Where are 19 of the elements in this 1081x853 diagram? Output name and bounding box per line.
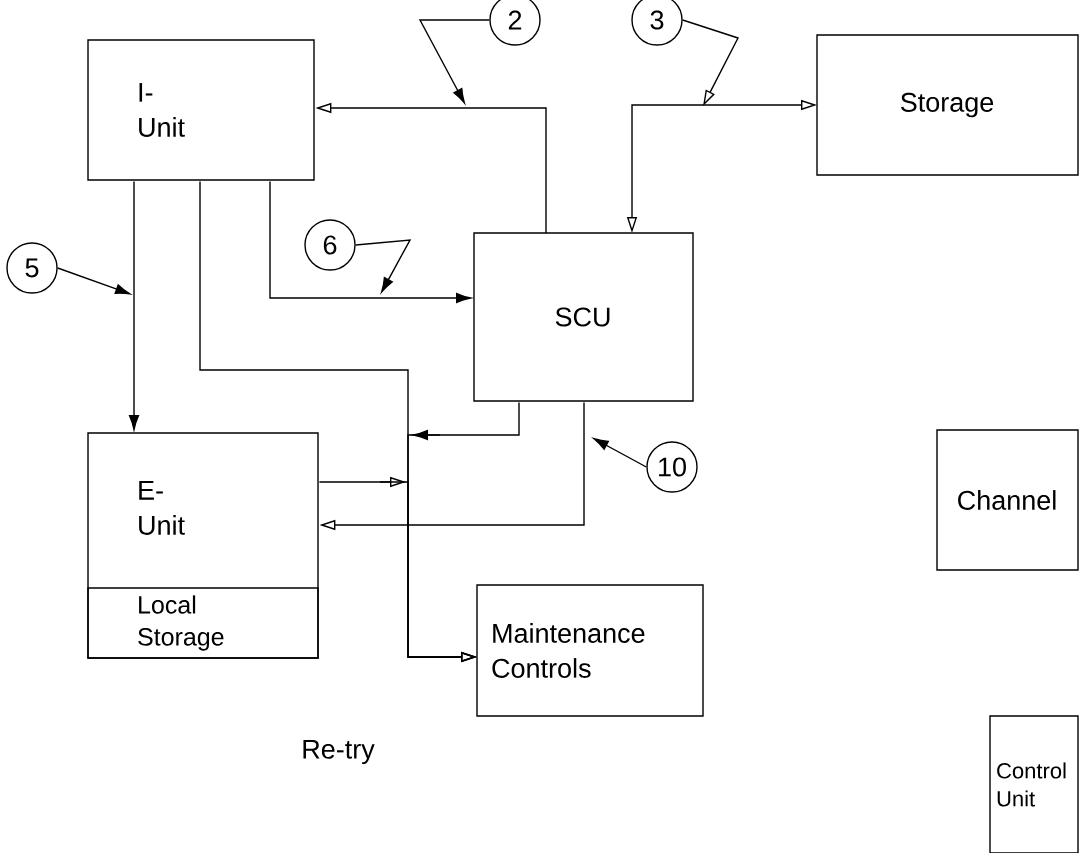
leader-line [593,437,647,468]
leader-line [355,239,412,293]
process-box: Maintenance Controls [476,584,704,717]
process-box: Control Unit [989,715,1079,853]
callout-number: 10 [646,441,698,493]
note-text: Re-try [303,739,375,765]
arrow [269,180,472,304]
callout-number: 5 [6,242,58,294]
callout-number: 2 [489,0,541,46]
storage-section: Local Storage [87,587,319,659]
callout-number: 3 [631,0,683,46]
process-box: I- Unit [87,39,315,181]
leader-line [57,267,131,295]
leader-line [418,19,490,104]
process-box: Storage [816,34,1079,176]
process-box: Channel [936,429,1079,571]
callout-number: 6 [304,219,356,271]
arrow [128,180,140,431]
process-box: SCU [473,232,694,402]
